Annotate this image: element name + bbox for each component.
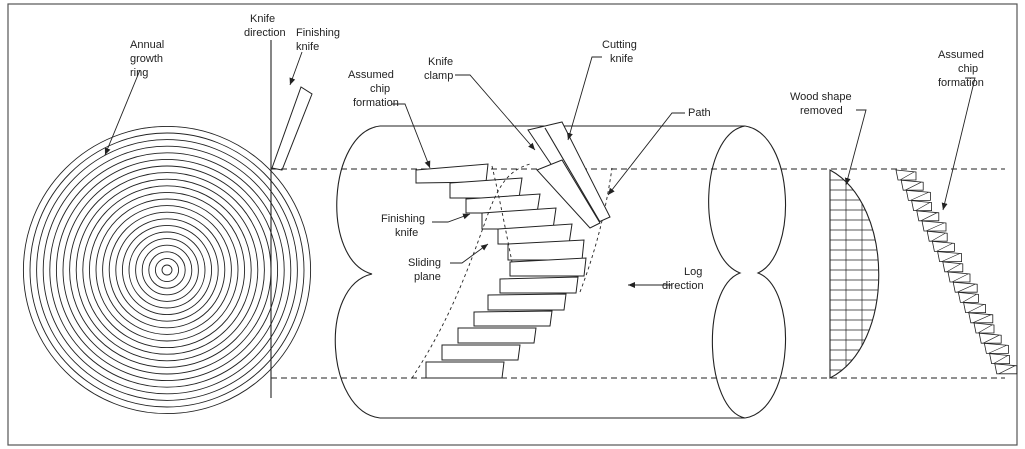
assumed-chip-formation-right-stairs (896, 170, 1017, 374)
chip-block (912, 201, 932, 211)
svg-text:Knife: Knife (250, 13, 275, 25)
growth-ring (103, 206, 232, 335)
label-log-direction: Log direction (662, 266, 704, 292)
growth-ring (70, 173, 265, 368)
chip-block (995, 364, 1017, 374)
svg-text:Sliding: Sliding (408, 257, 441, 269)
label-assumed-chip-formation-right: Assumed chip formation (938, 49, 984, 89)
svg-text:formation: formation (353, 97, 399, 109)
growth-ring (116, 219, 218, 321)
svg-text:direction: direction (244, 27, 286, 39)
chip-block (906, 190, 930, 200)
growth-ring (83, 186, 251, 354)
svg-text:chip: chip (370, 83, 390, 95)
chip-block (990, 354, 1010, 364)
svg-text:knife: knife (296, 41, 319, 53)
svg-text:Log: Log (684, 266, 702, 278)
growth-ring (76, 179, 258, 361)
svg-text:ring: ring (130, 67, 148, 79)
label-annual-growth-ring: Annual growth ring (130, 39, 164, 79)
label-knife-direction: Knife direction (244, 13, 286, 39)
chip-block (964, 303, 986, 313)
label-finishing-knife-mid: Finishing knife (381, 213, 425, 239)
growth-ring (162, 265, 172, 275)
wood-shape-removed (830, 170, 879, 378)
svg-text:formation: formation (938, 77, 984, 89)
growth-ring (96, 199, 238, 341)
growth-ring (23, 126, 310, 413)
chip-block (922, 221, 946, 231)
svg-text:plane: plane (414, 271, 441, 283)
label-assumed-chip-formation-left: Assumed chip formation (348, 69, 399, 109)
finishing-knife-top-blade (272, 87, 312, 170)
label-cutting-knife: Cutting knife (602, 39, 637, 65)
growth-ring (155, 258, 178, 281)
svg-text:clamp: clamp (424, 70, 453, 82)
svg-text:Finishing: Finishing (381, 213, 425, 225)
growth-ring (43, 146, 291, 394)
growth-ring (37, 140, 298, 401)
growth-ring (30, 133, 304, 407)
label-wood-shape-removed: Wood shape removed (790, 91, 852, 117)
svg-text:removed: removed (800, 105, 843, 117)
growth-ring (63, 166, 271, 374)
dashed-guide-lines (271, 169, 1005, 378)
svg-text:Assumed: Assumed (938, 49, 984, 61)
svg-text:Path: Path (688, 107, 711, 119)
chip-block (958, 292, 978, 302)
svg-text:Cutting: Cutting (602, 39, 637, 51)
svg-text:knife: knife (610, 53, 633, 65)
growth-ring (149, 252, 185, 288)
growth-ring (89, 192, 244, 347)
growth-ring (129, 232, 205, 308)
chip-block (917, 211, 939, 221)
label-finishing-knife-top: Finishing knife (296, 27, 340, 53)
chip-block (943, 262, 963, 272)
chip-block (974, 323, 994, 333)
chip-block (932, 241, 954, 251)
label-sliding-plane: Sliding plane (408, 257, 441, 283)
growth-ring (50, 153, 284, 387)
svg-text:Assumed: Assumed (348, 69, 394, 81)
chip-block (896, 170, 916, 180)
chip-block (948, 272, 970, 282)
growth-ring (142, 245, 192, 295)
chip-block (938, 252, 962, 262)
chip-block (969, 313, 993, 323)
svg-text:growth: growth (130, 53, 163, 65)
chip-block (953, 282, 977, 292)
svg-text:Knife: Knife (428, 56, 453, 68)
annual-growth-rings (23, 126, 310, 413)
svg-text:Finishing: Finishing (296, 27, 340, 39)
label-path: Path (688, 107, 711, 119)
chip-block (901, 180, 923, 190)
label-knife-clamp: Knife clamp (424, 56, 453, 82)
svg-text:Annual: Annual (130, 39, 164, 51)
svg-text:Wood shape: Wood shape (790, 91, 852, 103)
svg-text:knife: knife (395, 227, 418, 239)
svg-text:chip: chip (958, 63, 978, 75)
svg-text:direction: direction (662, 280, 704, 292)
chip-block (927, 231, 947, 241)
growth-ring (109, 212, 225, 328)
growth-ring (136, 239, 199, 302)
chip-block (979, 333, 1001, 343)
chip-block (984, 343, 1008, 353)
